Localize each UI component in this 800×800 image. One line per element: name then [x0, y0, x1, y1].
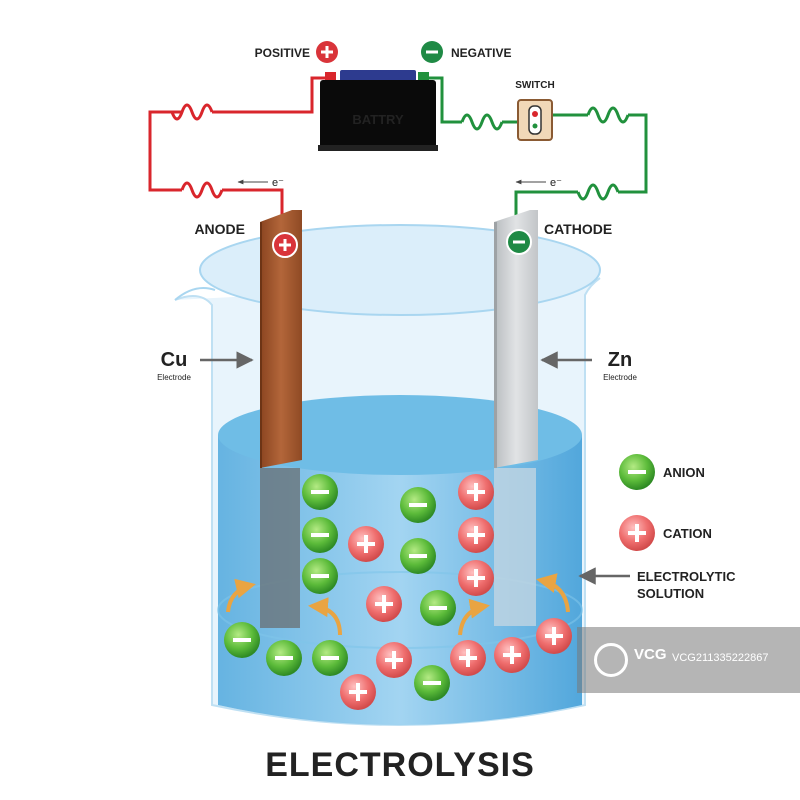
negative-label: NEGATIVE: [451, 46, 511, 60]
anion-ion: [302, 474, 338, 510]
anion-ion: [312, 640, 348, 676]
cation-ion: [458, 474, 494, 510]
anion-ion: [420, 590, 456, 626]
anode-sign-icon: [272, 232, 298, 258]
anode-metal-label: Cu: [161, 349, 188, 371]
legend-anion-label: ANION: [663, 465, 705, 480]
anode-metal-sub: Electrode: [157, 373, 191, 382]
cation-ion: [366, 586, 402, 622]
electron-label-left: e⁻: [272, 177, 284, 189]
negative-icon: [421, 41, 443, 63]
anode-label: ANODE: [194, 221, 245, 237]
watermark-logo-icon: [594, 643, 628, 677]
solution-label-line1: ELECTROLYTIC: [637, 569, 736, 584]
cation-ion: [458, 560, 494, 596]
anion-ion: [414, 665, 450, 701]
cation-legend-icon: [619, 515, 655, 551]
solution-label-line2: SOLUTION: [637, 586, 704, 601]
cation-ion: [450, 640, 486, 676]
cation-ion: [536, 618, 572, 654]
green-wire: [424, 76, 648, 222]
cathode-electrode: [494, 210, 538, 626]
legend-cation-label: CATION: [663, 526, 712, 541]
watermark-brand: VCG: [634, 646, 667, 663]
cation-ion: [458, 517, 494, 553]
anion-ion: [266, 640, 302, 676]
positive-label: POSITIVE: [255, 46, 310, 60]
switch-label: SWITCH: [515, 80, 554, 91]
switch: [517, 99, 553, 141]
anion-ion: [224, 622, 260, 658]
electron-label-right: e⁻: [550, 177, 562, 189]
cathode-metal-sub: Electrode: [603, 373, 637, 382]
positive-icon: [316, 41, 338, 63]
anion-ion: [400, 487, 436, 523]
anion-ion: [302, 517, 338, 553]
anion-ion: [302, 558, 338, 594]
anion-legend-icon: [619, 454, 655, 490]
cathode-label: CATHODE: [544, 221, 612, 237]
cathode-sign-icon: [506, 229, 532, 255]
cation-ion: [494, 637, 530, 673]
cation-ion: [348, 526, 384, 562]
cation-ion: [340, 674, 376, 710]
migration-arrows: [226, 573, 570, 636]
battery-label: BATTRY: [352, 112, 404, 127]
cathode-metal-label: Zn: [608, 349, 632, 371]
cation-ion: [376, 642, 412, 678]
anion-ions: [224, 474, 456, 701]
red-wire: [148, 76, 328, 218]
page-title: ELECTROLYSIS: [265, 746, 535, 784]
anode-electrode: [260, 210, 302, 628]
anion-ion: [400, 538, 436, 574]
watermark-id: VCG211335222867: [672, 652, 769, 664]
legend-cation: CATION: [619, 515, 712, 551]
battery: BATTRY: [318, 70, 438, 151]
legend-anion: ANION: [619, 454, 705, 490]
cation-ions: [340, 474, 572, 710]
